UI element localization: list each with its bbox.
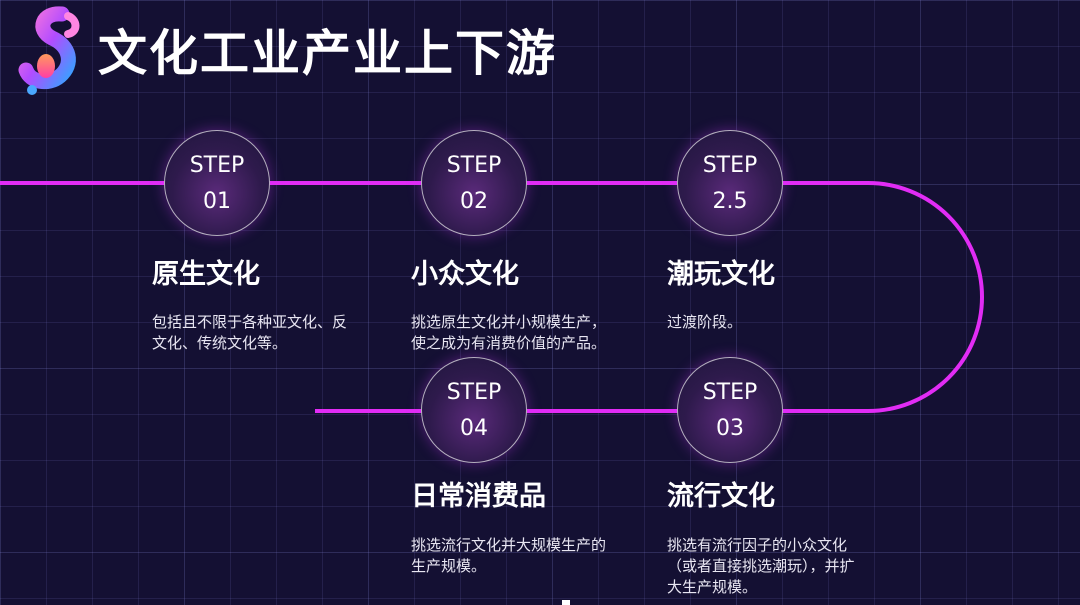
logo-icon xyxy=(18,6,80,95)
step-number: 01 xyxy=(203,189,231,214)
text-cursor xyxy=(562,600,570,605)
step-2-5-circle: STEP 2.5 xyxy=(677,130,783,236)
step-label: STEP xyxy=(189,153,245,178)
step-02-desc: 挑选原生文化并小规模生产，使之成为有消费价值的产品。 xyxy=(411,313,607,352)
step-number: 03 xyxy=(716,416,744,441)
page-title: 文化工业产业上下游 xyxy=(98,25,558,82)
step-03-name: 流行文化 xyxy=(667,481,775,512)
step-01-desc: 包括且不限于各种亚文化、反文化、传统文化等。 xyxy=(152,313,348,352)
step-03-desc: 挑选有流行因子的小众文化（或者直接挑选潮玩），并扩大生产规模。 xyxy=(667,536,855,596)
step-01-circle: STEP 01 xyxy=(164,130,270,236)
step-number: 02 xyxy=(460,189,488,214)
step-label: STEP xyxy=(702,153,758,178)
step-label: STEP xyxy=(446,153,502,178)
step-02-circle: STEP 02 xyxy=(421,130,527,236)
step-2-5-desc: 过渡阶段。 xyxy=(667,313,743,331)
step-04-circle: STEP 04 xyxy=(421,357,527,463)
step-number: 04 xyxy=(460,416,488,441)
step-02-name: 小众文化 xyxy=(411,259,519,290)
step-2-5-name: 潮玩文化 xyxy=(667,259,775,290)
step-03-circle: STEP 03 xyxy=(677,357,783,463)
step-number: 2.5 xyxy=(712,189,748,214)
step-01-name: 原生文化 xyxy=(152,259,260,290)
step-label: STEP xyxy=(446,380,502,405)
step-04-desc: 挑选流行文化并大规模生产的生产规模。 xyxy=(411,536,607,575)
step-04-name: 日常消费品 xyxy=(411,481,546,512)
step-label: STEP xyxy=(702,380,758,405)
